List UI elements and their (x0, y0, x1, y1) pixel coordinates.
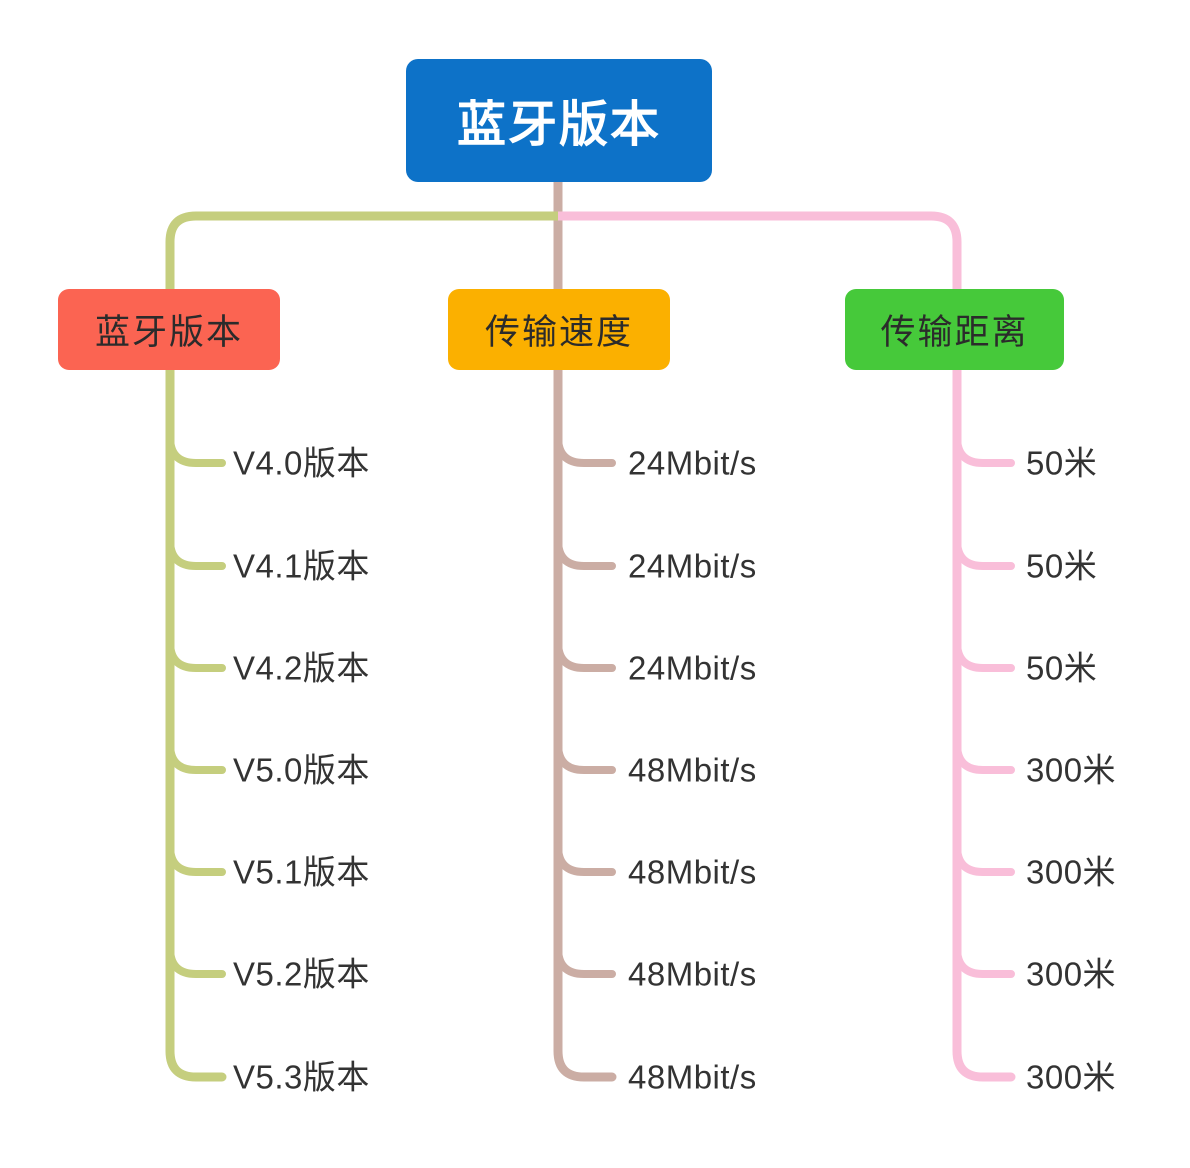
category-node-label: 传输速度 (484, 313, 633, 352)
hook-pink-5 (953, 842, 1015, 876)
hook-pink-4 (953, 740, 1015, 774)
spine-taupe (553, 365, 617, 1082)
hook-green-5 (166, 842, 226, 876)
leaf-version[interactable]: V5.2版本 (233, 955, 370, 993)
leaf-distance[interactable]: 300米 (1026, 955, 1117, 993)
leaf-version[interactable]: V4.0版本 (233, 444, 370, 482)
spine-green (165, 365, 227, 1082)
hook-pink-1 (953, 433, 1015, 467)
spine-pink (952, 365, 1016, 1082)
leaf-distance[interactable]: 300米 (1026, 751, 1117, 789)
hook-pink-2 (953, 536, 1015, 570)
leaf-speed[interactable]: 48Mbit/s (628, 1058, 757, 1096)
hook-pink-3 (953, 638, 1015, 672)
hook-taupe-5 (554, 842, 616, 876)
hook-green-2 (166, 536, 226, 570)
hook-green-3 (166, 638, 226, 672)
leaf-version[interactable]: V4.2版本 (233, 649, 370, 687)
leaf-distance[interactable]: 300米 (1026, 853, 1117, 891)
leaf-speed[interactable]: 48Mbit/s (628, 853, 757, 891)
leaf-speed[interactable]: 24Mbit/s (628, 547, 757, 585)
hook-green-4 (166, 740, 226, 774)
root-node-label: 蓝牙版本 (456, 98, 661, 152)
leaf-distance[interactable]: 50米 (1026, 649, 1098, 687)
hook-taupe-2 (554, 536, 616, 570)
category-node-transmission-distance[interactable]: 传输距离 (845, 289, 1064, 370)
hook-pink-6 (953, 944, 1015, 978)
category-node-label: 传输距离 (880, 313, 1029, 352)
category-node-transmission-speed[interactable]: 传输速度 (448, 289, 670, 370)
leaf-distance[interactable]: 300米 (1026, 1058, 1117, 1096)
hook-green-1 (166, 433, 226, 467)
root-node[interactable]: 蓝牙版本 (406, 59, 712, 182)
bus-green (165, 211, 558, 289)
category-node-label: 蓝牙版本 (94, 313, 243, 352)
leaf-version[interactable]: V4.1版本 (233, 547, 370, 585)
leaf-version[interactable]: V5.0版本 (233, 751, 370, 789)
leaf-distance[interactable]: 50米 (1026, 547, 1098, 585)
leaf-speed[interactable]: 24Mbit/s (628, 649, 757, 687)
leaf-speed[interactable]: 24Mbit/s (628, 444, 757, 482)
hook-green-6 (166, 944, 226, 978)
leaf-speed[interactable]: 48Mbit/s (628, 751, 757, 789)
hook-taupe-1 (554, 433, 616, 467)
hook-taupe-6 (554, 944, 616, 978)
leaf-distance[interactable]: 50米 (1026, 444, 1098, 482)
leaf-version[interactable]: V5.1版本 (233, 853, 370, 891)
hook-taupe-4 (554, 740, 616, 774)
bus-pink (558, 211, 962, 289)
leaf-speed[interactable]: 48Mbit/s (628, 955, 757, 993)
category-node-bluetooth-version[interactable]: 蓝牙版本 (58, 289, 280, 370)
hook-taupe-3 (554, 638, 616, 672)
leaf-version[interactable]: V5.3版本 (233, 1058, 370, 1096)
